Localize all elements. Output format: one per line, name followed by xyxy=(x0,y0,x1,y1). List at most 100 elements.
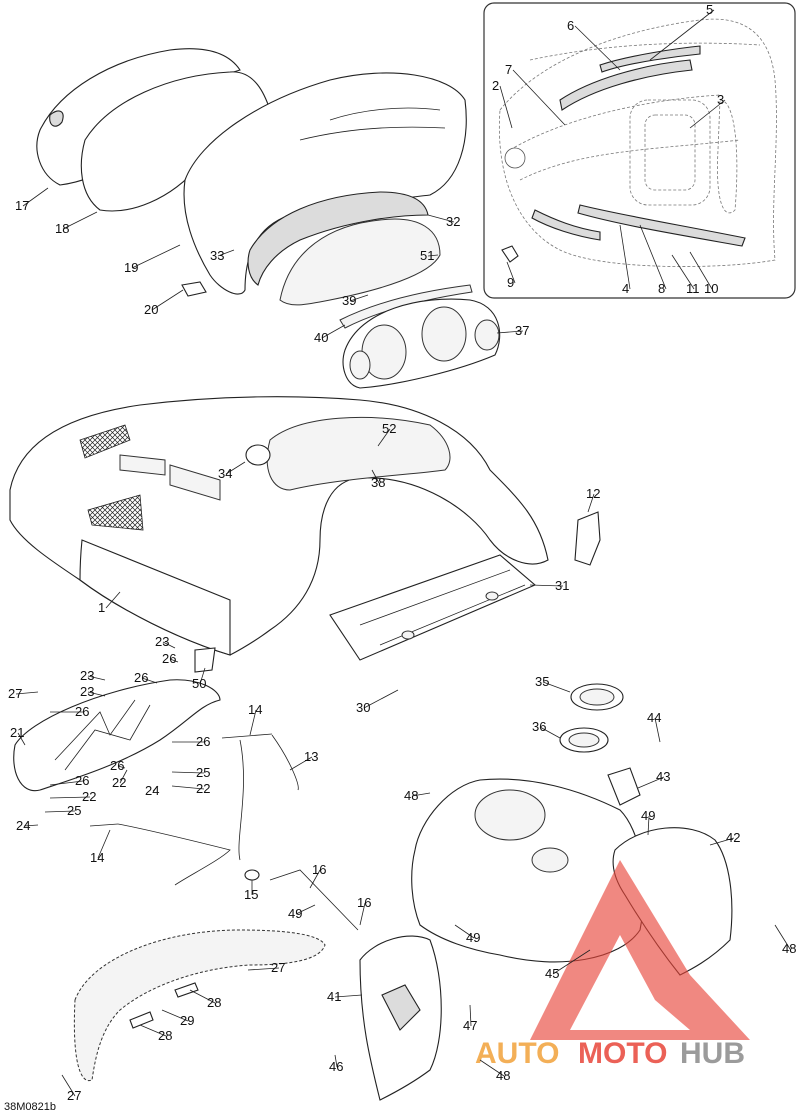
callout-label: 46 xyxy=(329,1059,343,1074)
callout-label: 22 xyxy=(82,789,96,804)
callout-label: 26 xyxy=(196,734,210,749)
callout-label: 39 xyxy=(342,293,356,308)
callout-leader xyxy=(689,99,726,129)
callout-label: 22 xyxy=(196,781,210,796)
callout-leader xyxy=(639,224,667,290)
callout-label: 1 xyxy=(98,600,105,615)
callout-leader xyxy=(289,756,313,771)
callout-label: 17 xyxy=(15,198,29,213)
console-47 xyxy=(411,778,645,963)
callout-label: 12 xyxy=(586,486,600,501)
callout-leader xyxy=(709,837,735,846)
callout-leader xyxy=(199,667,206,685)
gauge-bezel-37 xyxy=(342,298,501,389)
callout-leader xyxy=(654,717,661,743)
watermark-text-part1: AUTO xyxy=(475,1037,559,1070)
hood-1 xyxy=(9,396,549,656)
watermark-text-part2: MOTO xyxy=(578,1037,667,1070)
callout-label: 22 xyxy=(112,775,126,790)
callout-leader xyxy=(169,658,179,663)
decal-detail-inset xyxy=(483,2,796,299)
callout-leader xyxy=(87,675,106,681)
callout-leader xyxy=(499,85,513,129)
callout-leader xyxy=(552,949,591,975)
callout-leader xyxy=(17,732,26,746)
callout-leader xyxy=(151,289,184,311)
callout-label: 35 xyxy=(535,674,549,689)
callout-label: 6 xyxy=(567,18,574,33)
callout-leader xyxy=(469,1004,472,1027)
callout-leader xyxy=(496,330,524,334)
callout-label: 14 xyxy=(248,702,262,717)
callout-leader xyxy=(119,769,128,784)
callout-leader xyxy=(189,989,216,1004)
callout-leader xyxy=(539,726,561,739)
callout-label: 26 xyxy=(134,670,148,685)
callout-leader xyxy=(363,689,399,709)
callout-label: 41 xyxy=(327,989,341,1004)
callout-label: 23 xyxy=(80,668,94,683)
callout-label: 33 xyxy=(210,248,224,263)
callout-leader xyxy=(689,251,713,290)
callout-leader xyxy=(619,224,631,290)
callout-leader xyxy=(321,324,346,339)
callout-leader xyxy=(131,244,181,269)
windshield-52 xyxy=(279,218,441,306)
callout-leader xyxy=(117,765,126,769)
callout-label: 26 xyxy=(75,773,89,788)
callout-leader xyxy=(542,681,571,693)
callout-label: 36 xyxy=(532,719,546,734)
callout-leader xyxy=(44,810,76,813)
watermark-logo xyxy=(530,860,750,1040)
callout-leader xyxy=(15,691,39,695)
callout-leader xyxy=(587,493,595,513)
callout-leader xyxy=(649,9,715,61)
callout-leader xyxy=(225,461,246,475)
callout-leader xyxy=(22,187,49,207)
callout-leader xyxy=(529,584,564,587)
callout-label: 23 xyxy=(80,684,94,699)
callout-leader xyxy=(479,1059,505,1077)
callout-label: 15 xyxy=(244,887,258,902)
callout-label: 11 xyxy=(686,281,700,296)
callout-label: 4 xyxy=(622,281,629,296)
callout-leader xyxy=(427,254,439,257)
callout-leader xyxy=(512,69,566,126)
callout-label: 45 xyxy=(545,966,559,981)
callout-leader xyxy=(62,211,98,230)
callout-label: 26 xyxy=(75,704,89,719)
callout-leader xyxy=(334,994,363,998)
callout-label: 16 xyxy=(312,862,326,877)
callout-leader xyxy=(49,796,91,799)
filler-ring-35 xyxy=(570,683,624,711)
callout-label: 40 xyxy=(314,330,328,345)
callout-leader xyxy=(377,428,391,447)
callout-label: 25 xyxy=(196,765,210,780)
callout-label: 10 xyxy=(704,281,718,296)
callout-leader xyxy=(105,591,121,609)
callout-label: 5 xyxy=(706,2,713,17)
callout-label: 28 xyxy=(158,1028,172,1043)
callout-leader xyxy=(247,967,280,971)
callout-label: 13 xyxy=(304,749,318,764)
callout-label: 18 xyxy=(55,221,69,236)
callout-label: 30 xyxy=(356,700,370,715)
grab-handle xyxy=(73,929,326,1082)
callout-leader xyxy=(309,869,321,889)
bracket-21 xyxy=(13,647,221,792)
callout-leader xyxy=(334,1054,338,1068)
gasket-36 xyxy=(559,727,609,753)
callout-label: 38 xyxy=(371,475,385,490)
callout-label: 26 xyxy=(110,758,124,773)
callout-label: 9 xyxy=(507,275,514,290)
headlight-trim-32 xyxy=(247,191,429,286)
callout-leader xyxy=(141,677,158,684)
callout-label: 25 xyxy=(67,803,81,818)
callout-label: 24 xyxy=(145,783,159,798)
callout-leader xyxy=(454,924,475,939)
callout-leader xyxy=(349,294,369,302)
callout-leader xyxy=(671,254,695,290)
callout-label: 2 xyxy=(492,78,499,93)
callout-leader xyxy=(359,902,366,926)
